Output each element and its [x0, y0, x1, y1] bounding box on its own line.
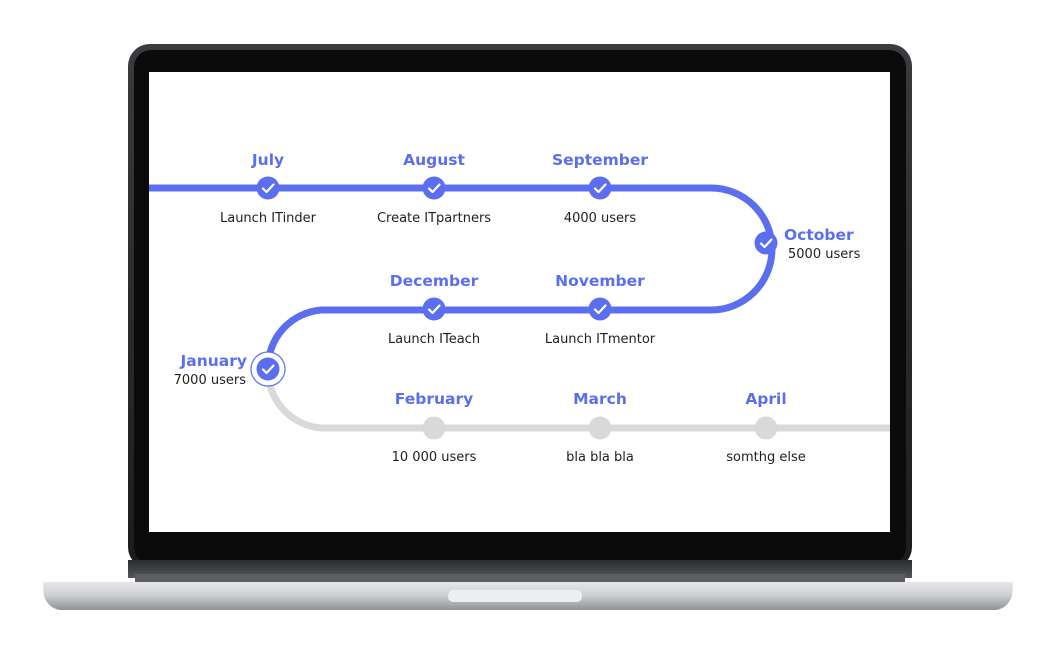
laptop-hinge	[128, 560, 912, 578]
milestone-october	[754, 231, 778, 255]
check-icon	[759, 238, 773, 249]
milestone-dot-pending	[422, 416, 446, 440]
trackpad-notch	[448, 590, 582, 602]
milestone-month: December	[390, 272, 479, 290]
milestone-dot-done	[422, 297, 446, 321]
milestone-month: November	[555, 272, 645, 290]
check-icon	[261, 183, 275, 194]
milestone-february	[422, 416, 446, 440]
milestone-december	[422, 297, 446, 321]
milestone-april	[754, 416, 778, 440]
milestone-dot-done	[754, 231, 778, 255]
screen	[149, 72, 890, 532]
milestone-dot-done	[588, 297, 612, 321]
milestone-dot-done	[256, 357, 280, 381]
milestone-dot-pending	[754, 416, 778, 440]
milestone-description: Launch ITmentor	[545, 332, 656, 347]
milestone-month: January	[179, 352, 247, 370]
milestone-march	[588, 416, 612, 440]
milestone-month: September	[552, 151, 648, 169]
milestone-month: April	[745, 390, 786, 408]
milestone-description: 7000 users	[174, 373, 247, 388]
milestone-description: 5000 users	[788, 247, 861, 262]
milestone-dot-done	[256, 176, 280, 200]
milestone-dot-pending	[588, 416, 612, 440]
check-icon	[593, 183, 607, 194]
milestone-january	[250, 351, 286, 387]
timeline-track-done	[149, 184, 776, 373]
milestone-month: July	[251, 151, 284, 169]
milestone-november	[588, 297, 612, 321]
milestone-august	[422, 176, 446, 200]
milestone-dot-done	[422, 176, 446, 200]
check-icon	[261, 364, 275, 375]
check-icon	[427, 183, 441, 194]
milestone-description: somthg else	[726, 450, 806, 465]
milestone-description: 10 000 users	[392, 450, 477, 465]
milestone-description: Launch ITinder	[220, 211, 317, 226]
milestone-description: Launch ITeach	[388, 332, 480, 347]
keyboard-strip	[135, 574, 905, 582]
milestone-month: October	[784, 226, 854, 244]
milestone-september	[588, 176, 612, 200]
milestone-july	[256, 176, 280, 200]
milestone-description: 4000 users	[564, 211, 637, 226]
milestone-month: March	[573, 390, 627, 408]
milestone-month: August	[403, 151, 465, 169]
milestone-description: bla bla bla	[566, 450, 634, 465]
milestone-month: February	[395, 390, 473, 408]
check-icon	[593, 304, 607, 315]
check-icon	[427, 304, 441, 315]
milestone-description: Create ITpartners	[377, 211, 491, 226]
milestone-dot-done	[588, 176, 612, 200]
